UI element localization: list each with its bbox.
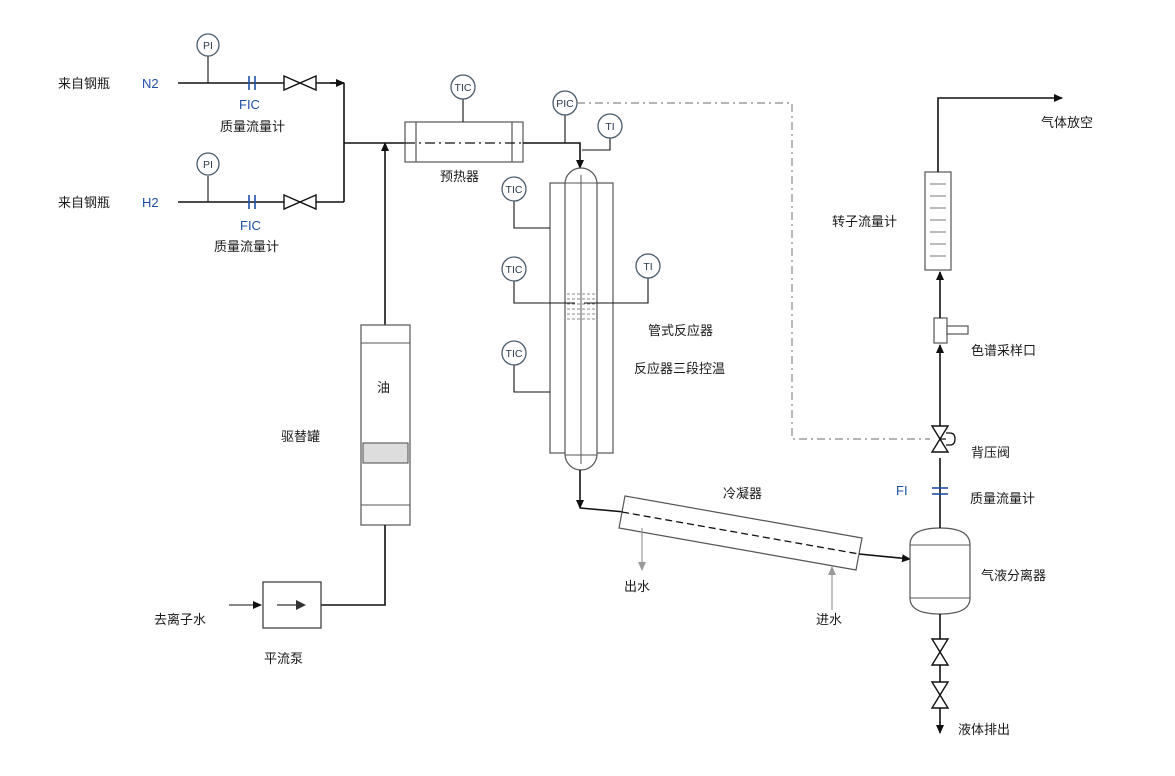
preheater [404,121,524,163]
condenser-outlet-line [858,553,911,563]
n2-gas-label: N2 [142,76,159,91]
pi1-label: PI [203,40,213,52]
fic1-tag: FIC [239,97,260,112]
tic-reactor-zone3: TIC [501,340,550,393]
fi-element [932,487,948,495]
gas-liquid-separator [909,527,971,615]
condenser-inlet-line [579,507,626,513]
h2-source-label: 来自钢瓶 [58,196,110,211]
gc-sampling-port-label: 色谱采样口 [971,343,1036,359]
displacement-tank [360,324,411,526]
constant-flow-pump [262,581,322,629]
ti-top: TI [582,113,623,151]
condenser-label: 冷凝器 [723,486,762,502]
fic2-name: 质量流量计 [214,240,279,255]
condenser [618,495,863,571]
drain-valve-1 [930,638,950,666]
tic-preheater-label: TIC [455,82,472,94]
preheater-outlet-line [523,142,584,169]
valve-h2 [283,193,317,211]
pump-to-tank-line [321,525,386,606]
rotameter [924,171,952,271]
piston [362,442,409,464]
pump-label: 平流泵 [264,652,303,667]
tic-r2-label: TIC [506,264,523,276]
fi-tag: FI [896,483,908,498]
displacement-tank-label: 驱替罐 [281,430,320,445]
oil-label: 油 [377,381,390,396]
tic-reactor-zone1: TIC [501,176,550,229]
h2-gas-label: H2 [142,195,159,210]
valve-n2 [283,74,317,92]
back-pressure-valve [930,425,956,453]
n2-source-label: 来自钢瓶 [58,77,110,92]
gas-vent-label: 气体放空 [1041,115,1093,131]
ti-mid-label: TI [643,261,652,273]
tube-reactor [549,167,614,471]
ti-top-label: TI [605,121,614,133]
h2-feed-line [178,143,345,203]
ti-mid: TI [584,253,661,304]
tic-reactor-zone2: TIC [501,256,575,304]
liquid-drain-label: 液体排出 [958,723,1010,738]
back-pressure-valve-label: 背压阀 [971,446,1010,461]
fi-name: 质量流量计 [970,492,1035,507]
deionized-water-label: 去离子水 [154,612,206,628]
pi-gauge-n2: PI [196,33,220,83]
pic-controller: PIC [552,90,578,143]
fic-element-h2 [248,195,256,209]
fic-element-n2 [248,76,256,90]
pi2-label: PI [203,159,213,171]
gc-sampling-port [933,317,969,344]
fic2-tag: FIC [240,218,261,233]
pic-label: PIC [556,98,574,110]
preheater-label: 预热器 [440,170,479,185]
n2-feed-line [178,79,345,143]
tic-r1-label: TIC [506,184,523,196]
water-in-label: 进水 [816,613,842,628]
drain-valve-2 [930,681,950,709]
fic1-name: 质量流量计 [220,120,285,135]
tic-r3-label: TIC [506,348,523,360]
water-out-label: 出水 [624,580,650,595]
vent-line [937,94,1063,172]
pi-gauge-h2: PI [196,152,220,202]
reactor-temp-control-label: 反应器三段控温 [634,361,725,377]
pic-signal-line [577,102,930,440]
tube-reactor-label: 管式反应器 [648,323,713,339]
tic-preheater: TIC [450,74,476,122]
separator-label: 气液分离器 [981,568,1046,584]
rotameter-label: 转子流量计 [832,215,897,230]
